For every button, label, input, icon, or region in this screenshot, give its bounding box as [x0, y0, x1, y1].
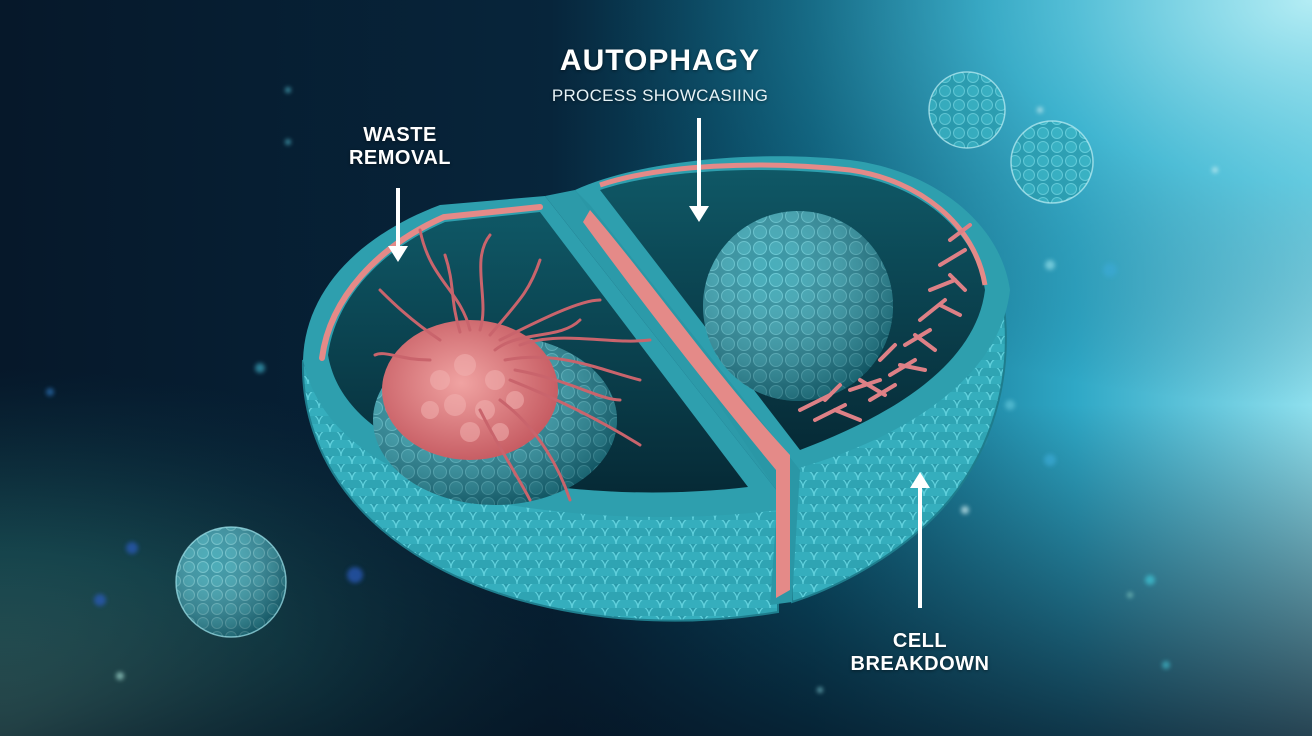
- bokeh-particles: [46, 87, 1218, 693]
- autophagosome-left-half: [301, 190, 792, 622]
- waste-removal-line2: REMOVAL: [348, 147, 451, 169]
- lysosome-right-half: [575, 156, 1010, 604]
- diagram-subtitle: PROCESS SHOWCASIING: [551, 86, 769, 105]
- waste-removal-line1: WASTE: [363, 124, 437, 146]
- floating-cell-top-right: [1010, 120, 1094, 204]
- protein-tendrils: [373, 228, 652, 502]
- diagram-title: AUTOPHAGY: [559, 44, 761, 77]
- floating-cell-top-left: [928, 71, 1006, 149]
- waste-removal-label: WASTE REMOVAL: [330, 124, 470, 170]
- cell-breakdown-arrow: [910, 472, 930, 608]
- waste-removal-arrow: [388, 188, 408, 262]
- cell-breakdown-line1: CELL: [892, 630, 948, 652]
- degraded-fragments: [798, 223, 972, 422]
- cell-breakdown-label: CELL BREAKDOWN: [830, 630, 1010, 676]
- subtitle-arrow: [689, 118, 709, 222]
- cell-breakdown-line2: BREAKDOWN: [850, 653, 990, 675]
- floating-cell-bottom-left: [175, 526, 287, 638]
- fusion-seam: [575, 190, 800, 605]
- engulfed-cargo: [382, 320, 558, 460]
